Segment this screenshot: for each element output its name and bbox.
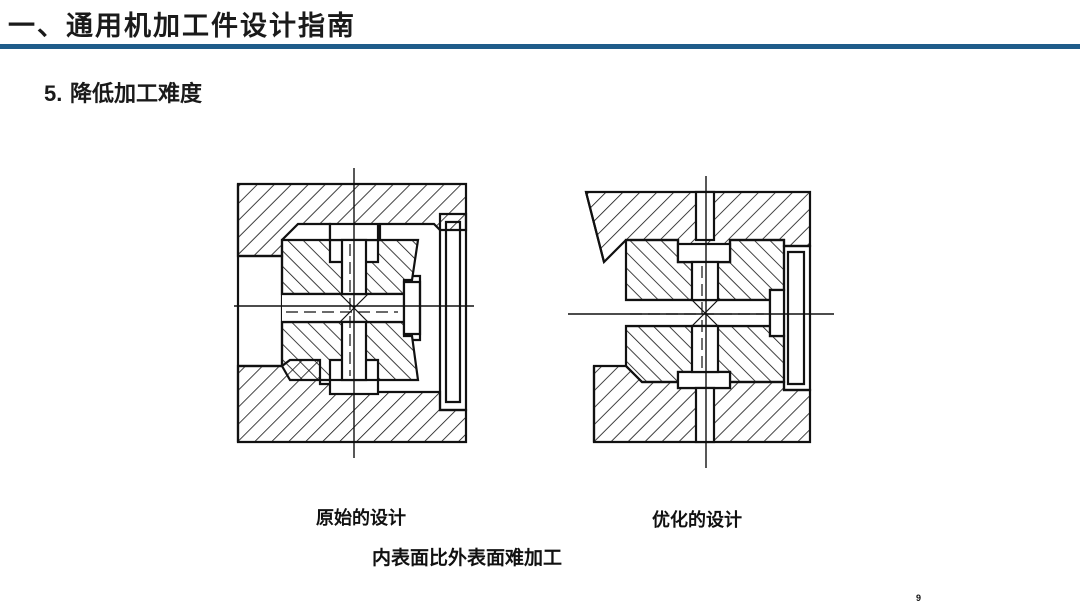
section-number: 5.	[44, 81, 63, 106]
slide-title: 一、通用机加工件设计指南	[8, 11, 356, 42]
caption-original-design: 原始的设计	[316, 508, 406, 529]
drawing-optimized-design	[568, 176, 834, 468]
caption-summary: 内表面比外表面难加工	[372, 547, 563, 569]
section-title: 降低加工难度	[70, 81, 203, 107]
drawing-original-design	[234, 168, 474, 458]
title-rule	[0, 44, 1080, 49]
caption-optimized-design: 优化的设计	[652, 510, 742, 531]
section-heading: 5. 降低加工难度	[44, 76, 202, 108]
page-number: 9	[916, 593, 922, 603]
